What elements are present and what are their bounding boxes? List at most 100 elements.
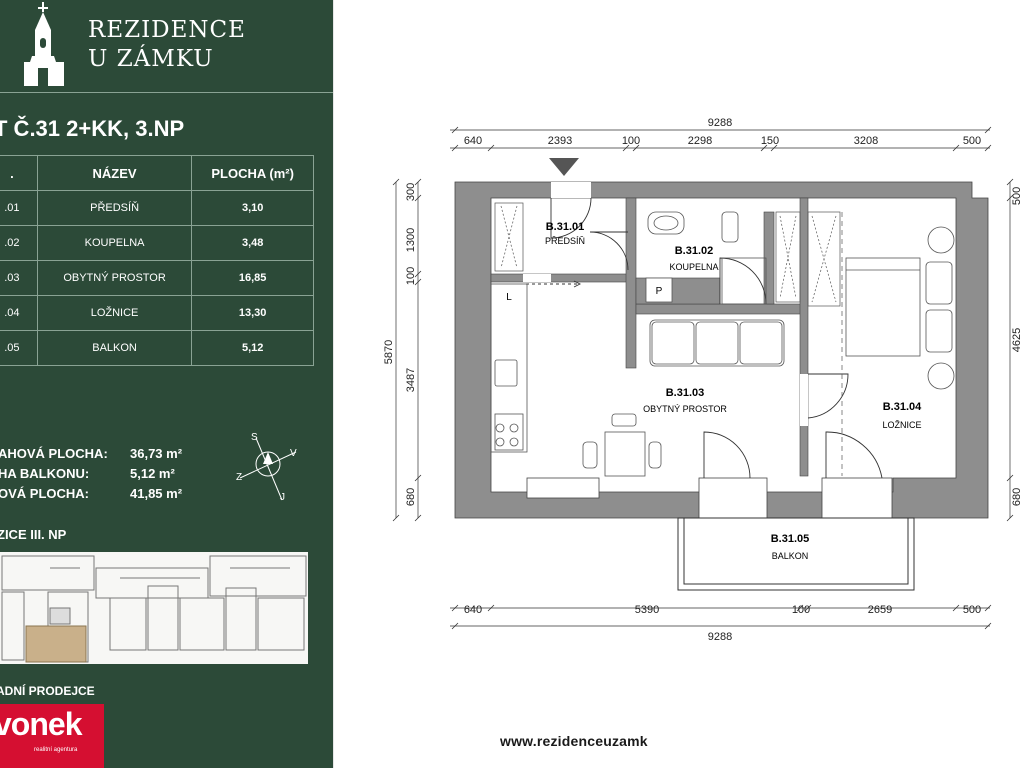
table-row: .04 LOŽNICE 13,30 bbox=[0, 295, 314, 331]
panel-divider bbox=[333, 0, 334, 768]
floor-plan: B.31.01 PŘEDSÍŇ B.31.02 KOUPELNA B.31.03… bbox=[383, 117, 1023, 643]
dimension-lines bbox=[395, 129, 1011, 627]
dimension-tick bbox=[414, 514, 422, 522]
bathroom-fixture-label: P bbox=[656, 286, 663, 297]
dimension-tick bbox=[804, 604, 812, 612]
room-code-b3102: B.31.02 bbox=[675, 245, 714, 257]
dim-left-2: 1300 bbox=[405, 228, 417, 252]
dimension-tick bbox=[796, 604, 804, 612]
dim-top-6: 3208 bbox=[854, 135, 878, 147]
room-name-b3102: KOUPELNA bbox=[669, 262, 718, 272]
dimension-tick bbox=[984, 622, 992, 630]
dim-bottom-5: 500 bbox=[963, 604, 981, 616]
room-name-cell: BALKON bbox=[36, 330, 193, 366]
dim-bottom-total: 9288 bbox=[708, 631, 732, 643]
floor-situation-plan bbox=[0, 552, 308, 664]
dimension-tick bbox=[952, 144, 960, 152]
floor-area-label: AHOVÁ PLOCHA: bbox=[0, 446, 108, 461]
dimension-tick bbox=[770, 144, 778, 152]
room-area-table: . NÁZEV PLOCHA (m²) .01 PŘEDSÍŇ 3,10 .02… bbox=[0, 155, 314, 366]
room-name-b3103: OBYTNÝ PROSTOR bbox=[643, 404, 727, 414]
dim-top-2: 2393 bbox=[548, 135, 572, 147]
dimension-tick bbox=[984, 604, 992, 612]
table-header-row: . NÁZEV PLOCHA (m²) bbox=[0, 155, 314, 191]
dim-bottom-1: 640 bbox=[464, 604, 482, 616]
dimension-tick bbox=[1006, 514, 1014, 522]
room-name-b3104: LOŽNICE bbox=[882, 420, 921, 430]
dimension-tick bbox=[392, 178, 400, 186]
room-name-b3101: PŘEDSÍŇ bbox=[545, 236, 585, 246]
dim-top-total: 9288 bbox=[708, 117, 732, 129]
dimension-tick bbox=[414, 278, 422, 286]
room-name-cell: OBYTNÝ PROSTOR bbox=[36, 260, 193, 296]
bathroom-fixtures bbox=[645, 211, 767, 305]
room-id-cell: .04 bbox=[0, 295, 38, 331]
dimension-tick bbox=[622, 144, 630, 152]
dim-top-1: 640 bbox=[464, 135, 482, 147]
table-row: .05 BALKON 5,12 bbox=[0, 330, 314, 366]
kitchen-fixture-label: L bbox=[506, 292, 512, 303]
room-code-b3101: B.31.01 bbox=[546, 221, 585, 233]
dimension-tick bbox=[451, 604, 459, 612]
dim-left-total: 5870 bbox=[383, 340, 395, 364]
dimension-ticks bbox=[392, 126, 1014, 630]
table-row: .02 KOUPELNA 3,48 bbox=[0, 225, 314, 261]
col-header-id: . bbox=[0, 155, 38, 191]
living-furniture bbox=[582, 319, 785, 477]
brand-line-1: REZIDENCE bbox=[88, 17, 246, 43]
compass-s: S bbox=[251, 432, 258, 443]
balcony-door-opening bbox=[698, 477, 768, 519]
col-header-name: NÁZEV bbox=[36, 155, 193, 191]
compass-z: Z bbox=[236, 472, 242, 483]
room-code-b3103: B.31.03 bbox=[666, 387, 705, 399]
dimension-tick bbox=[760, 144, 768, 152]
room-id-cell: .01 bbox=[0, 190, 38, 226]
balcony-area-label: HA BALKONU: bbox=[0, 466, 90, 481]
castle-tower-logo-icon bbox=[24, 2, 64, 86]
dimension-tick bbox=[984, 126, 992, 134]
dimension-tick bbox=[1006, 194, 1014, 202]
dim-top-5: 150 bbox=[761, 135, 779, 147]
room-id-cell: .03 bbox=[0, 260, 38, 296]
dim-bottom-3: 100 bbox=[792, 604, 810, 616]
dim-left-1: 300 bbox=[405, 183, 417, 201]
entrance-opening bbox=[551, 182, 591, 198]
exclusive-seller-title: ADNÍ PRODEJCE bbox=[0, 684, 95, 698]
floor-situation-title: ZICE III. NP bbox=[0, 527, 67, 542]
dimension-tick bbox=[392, 514, 400, 522]
website-link[interactable]: www.rezidenceuzamk bbox=[500, 733, 648, 749]
compass-v: V bbox=[290, 448, 297, 459]
kitchen-unit bbox=[490, 283, 528, 453]
agency-logo[interactable]: vonek realitní agentura bbox=[0, 704, 104, 768]
dimension-tick bbox=[487, 144, 495, 152]
room-name-cell: PŘEDSÍŇ bbox=[36, 190, 193, 226]
dimension-tick bbox=[451, 144, 459, 152]
header-divider bbox=[0, 92, 333, 93]
dim-right-2: 4625 bbox=[1011, 328, 1023, 352]
bedroom-furniture bbox=[845, 226, 955, 390]
balcony-door-opening bbox=[821, 477, 893, 519]
dim-top-4: 2298 bbox=[688, 135, 712, 147]
dimension-tick bbox=[451, 622, 459, 630]
dim-bottom-2: 5390 bbox=[635, 604, 659, 616]
room-name-cell: LOŽNICE bbox=[36, 295, 193, 331]
total-area-value: 41,85 m² bbox=[130, 486, 183, 501]
entrance-marker-icon bbox=[549, 158, 579, 176]
info-sidebar: REZIDENCE U ZÁMKU T Č.31 2+KK, 3.NP . NÁ… bbox=[0, 0, 333, 768]
balcony-area-value: 5,12 m² bbox=[130, 466, 175, 481]
table-row: .03 OBYTNÝ PROSTOR 16,85 bbox=[0, 260, 314, 296]
table-row: .01 PŘEDSÍŇ 3,10 bbox=[0, 190, 314, 226]
dimension-tick bbox=[451, 126, 459, 134]
room-area-cell: 13,30 bbox=[191, 295, 314, 331]
agency-name: vonek bbox=[0, 706, 82, 742]
dimension-tick bbox=[1006, 474, 1014, 482]
dim-left-5: 680 bbox=[405, 488, 417, 506]
dim-bottom-4: 2659 bbox=[868, 604, 892, 616]
dim-left-4: 3487 bbox=[405, 368, 417, 392]
dimension-tick bbox=[414, 270, 422, 278]
interior-walls bbox=[490, 197, 809, 477]
brand-line-2: U ZÁMKU bbox=[88, 46, 214, 72]
room-area-cell: 3,10 bbox=[191, 190, 314, 226]
room-id-cell: .02 bbox=[0, 225, 38, 261]
balcony-outline bbox=[677, 517, 915, 591]
